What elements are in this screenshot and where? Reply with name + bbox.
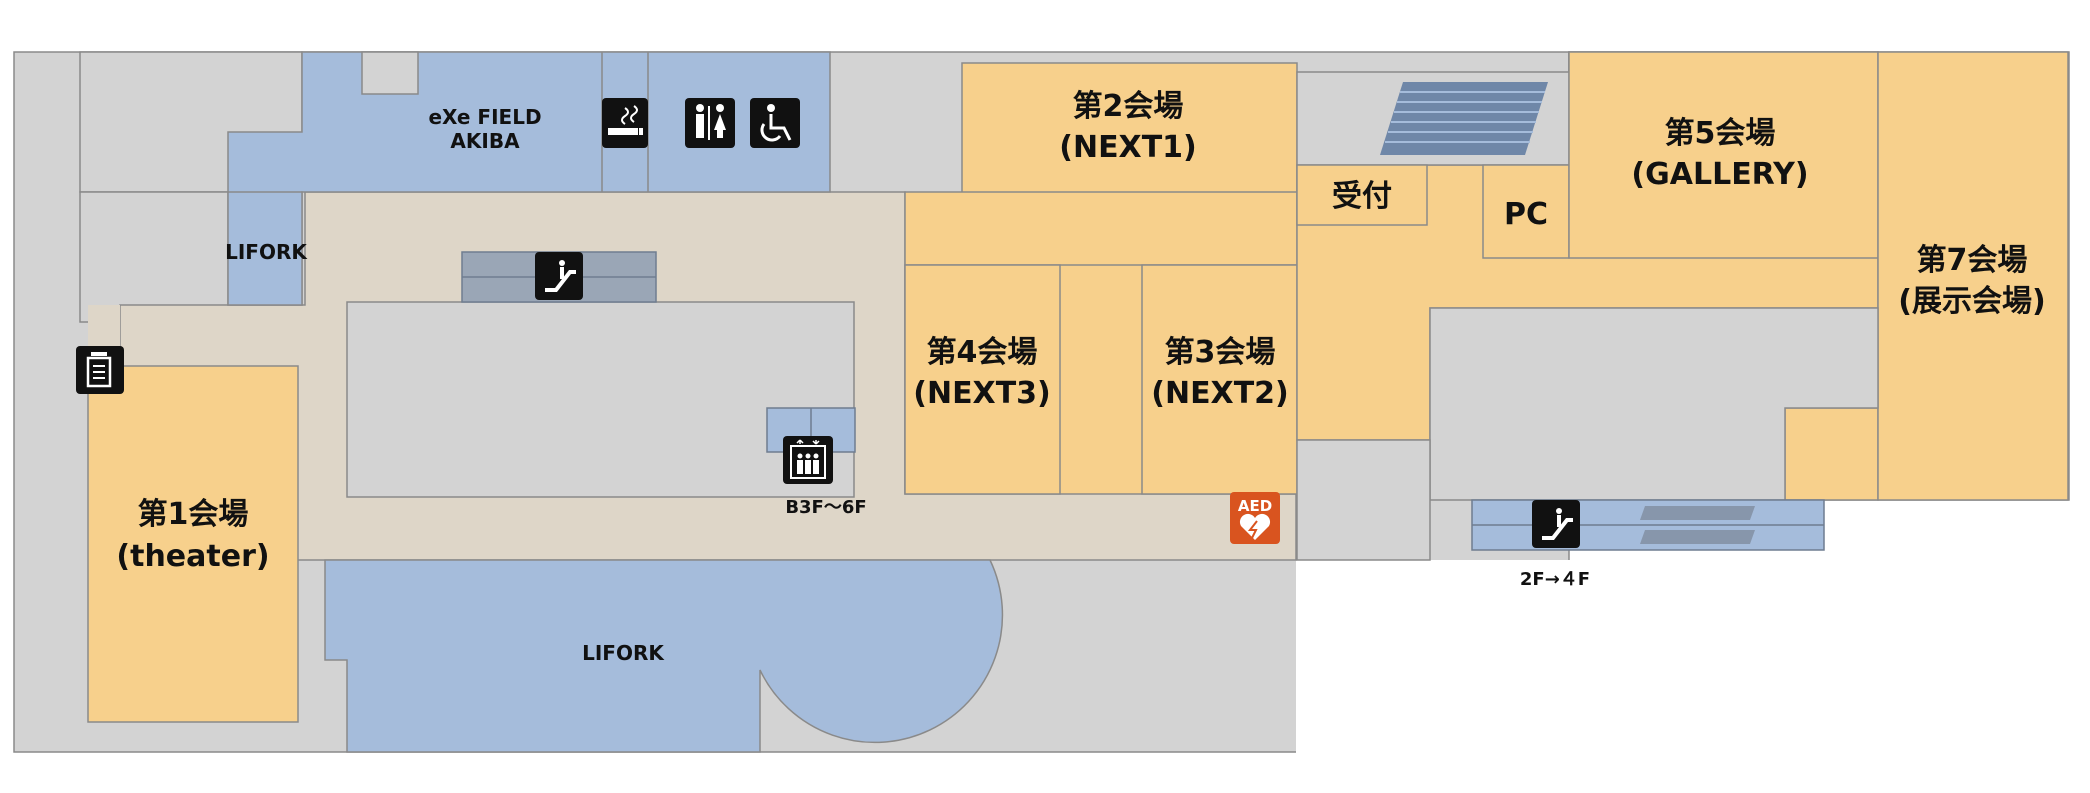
elevator-icon <box>783 436 833 484</box>
akiba-label: AKIBA <box>450 129 520 153</box>
venue-5-name: 第5会場 <box>1665 116 1776 151</box>
structure-cell <box>361 51 419 95</box>
venue-5-sub: (GALLERY) <box>1631 157 1808 192</box>
escalator-step <box>1640 506 1755 520</box>
escalator-upper <box>1380 82 1548 155</box>
pc-label: PC <box>1504 197 1548 232</box>
reception-label: 受付 <box>1332 179 1392 214</box>
restroom-icon <box>685 98 735 148</box>
venue-2-sub: (NEXT1) <box>1059 130 1197 165</box>
venue-4-sub: (NEXT3) <box>913 376 1051 411</box>
smoking-area-icon <box>602 98 648 148</box>
accessible-icon <box>750 98 800 148</box>
structure-cell <box>79 191 231 323</box>
corridor-right <box>1296 439 1431 561</box>
venue-3-sub: (NEXT2) <box>1151 376 1289 411</box>
venue-1-name: 第1会場 <box>138 497 249 532</box>
venue-7-area <box>1877 51 2069 501</box>
lifork-top-label: LIFORK <box>225 240 308 264</box>
venue-5-area <box>1568 51 1879 259</box>
venue-2-area <box>961 62 1298 194</box>
venue-3-area <box>1141 264 1298 495</box>
pc-area <box>1482 164 1570 259</box>
escalator-step <box>1640 530 1755 544</box>
escalator-stripes <box>1385 91 1545 143</box>
venue-7-name: 第7会場 <box>1917 243 2028 278</box>
escalator-icon <box>535 252 583 300</box>
venue-4-name: 第4会場 <box>927 335 1038 370</box>
aed-icon: AED <box>1230 492 1280 544</box>
venue-3-name: 第3会場 <box>1165 335 1276 370</box>
venue-1-sub: (theater) <box>116 539 269 574</box>
reception-area <box>1296 164 1428 226</box>
escalator-floor-range: 2F→４F <box>1520 569 1590 590</box>
lifork-bottom-area <box>324 559 1004 753</box>
aed-label: AED <box>1238 497 1272 515</box>
lifork-top-area <box>227 191 303 306</box>
venue-7-sub: (展示会場) <box>1898 284 2045 319</box>
venue-4-area <box>904 264 1061 495</box>
escalator-icon <box>1532 500 1580 548</box>
trash-icon <box>76 346 124 394</box>
elevator-floor-range: B3F～6F <box>785 497 866 518</box>
lifork-bottom-label: LIFORK <box>582 641 665 665</box>
outside-area <box>1296 560 2076 760</box>
exe-field-label: eXe FIELD <box>428 105 541 129</box>
venue-2-name: 第2会場 <box>1073 89 1184 124</box>
central-core <box>346 301 855 498</box>
